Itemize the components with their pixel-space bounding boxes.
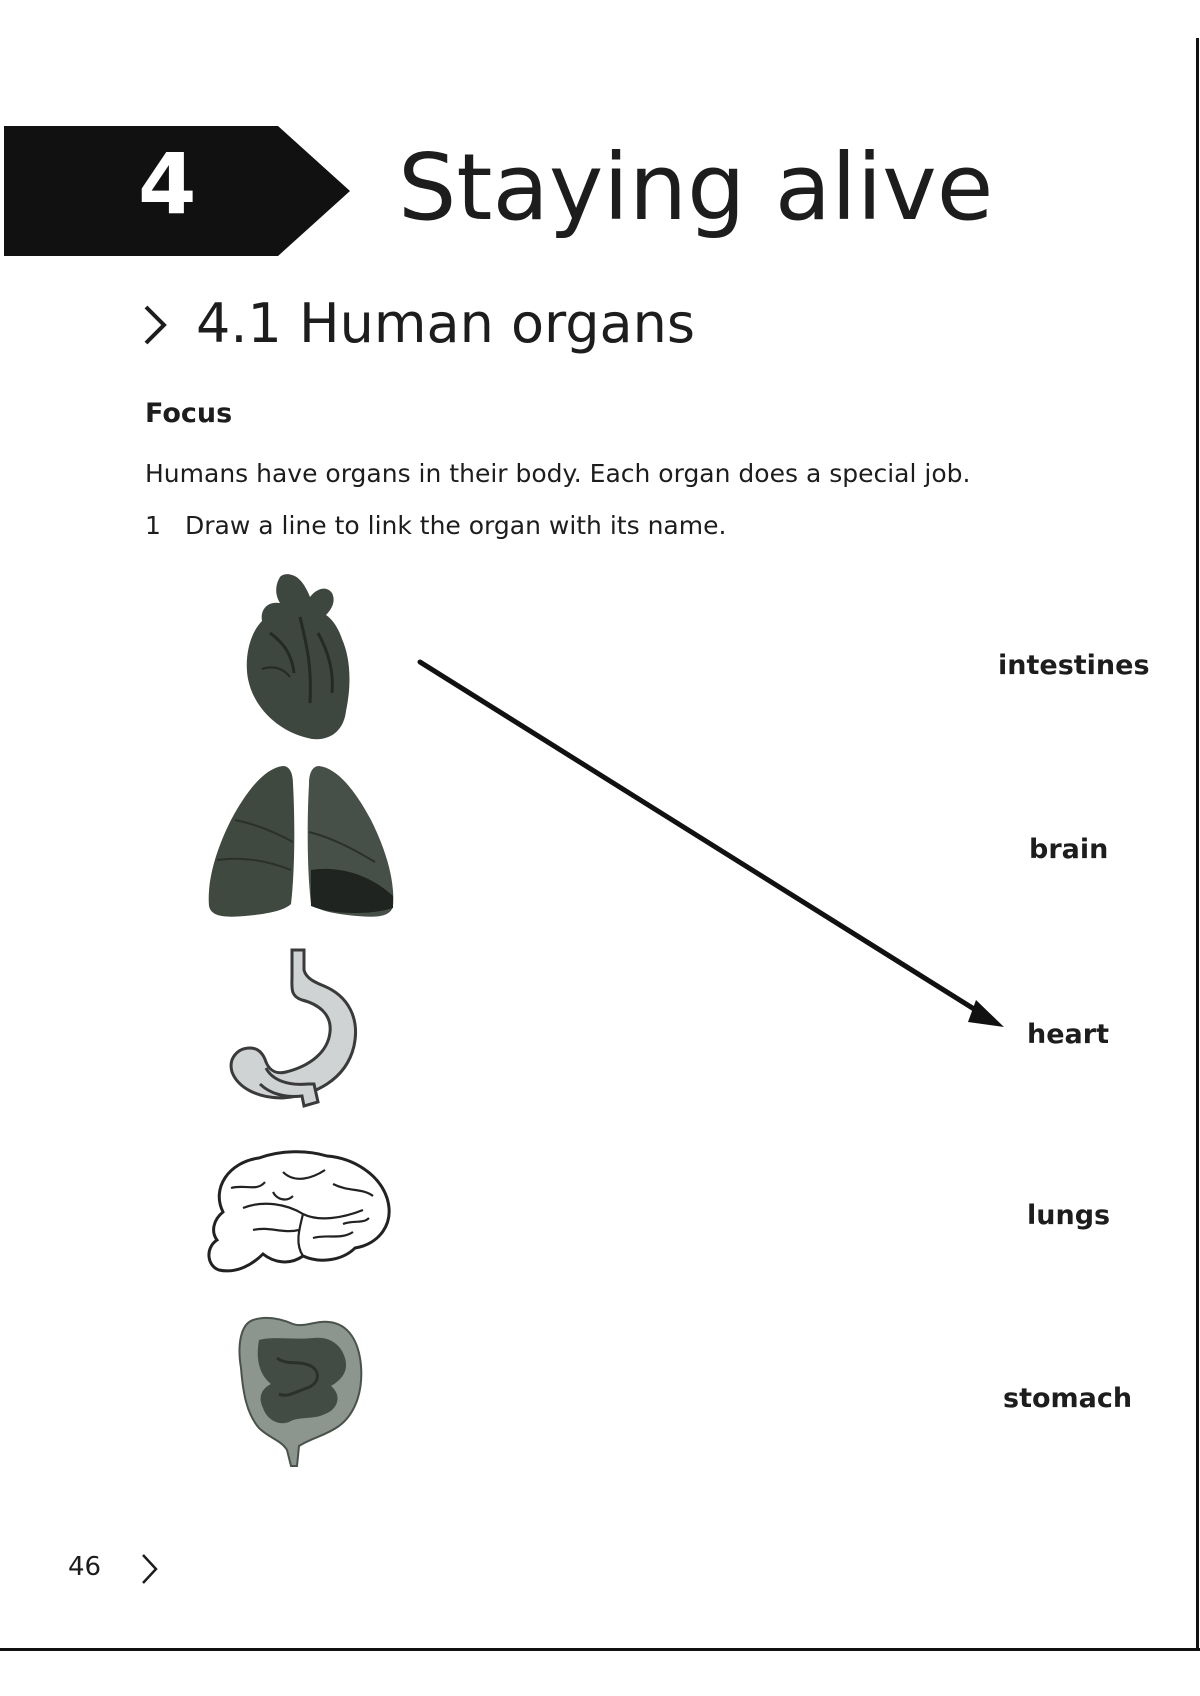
label-brain: brain <box>1029 834 1109 865</box>
chevron-right-icon <box>142 1554 158 1584</box>
heart-icon <box>246 574 350 740</box>
label-stomach: stomach <box>1003 1383 1133 1414</box>
question-number: 1 <box>145 511 161 540</box>
intestines-icon <box>238 1316 363 1467</box>
chapter-number: 4 <box>138 135 197 233</box>
page-edge-bottom <box>0 1648 1200 1651</box>
stomach-icon <box>229 948 357 1108</box>
label-lungs: lungs <box>1027 1200 1111 1231</box>
page-number: 46 <box>68 1552 102 1582</box>
intro-text: Humans have organs in their body. Each o… <box>145 459 971 488</box>
section-title: 4.1 Human organs <box>196 292 695 355</box>
label-intestines: intestines <box>998 650 1150 681</box>
page-edge-right <box>1196 38 1199 1650</box>
question-text: Draw a line to link the organ with its n… <box>185 511 727 540</box>
section-chevron-icon <box>144 305 167 345</box>
question: 1 Draw a line to link the organ with its … <box>145 511 726 540</box>
lungs-icon <box>208 766 394 917</box>
chapter-title: Staying alive <box>398 134 994 241</box>
focus-heading: Focus <box>145 398 233 429</box>
chapter-banner <box>0 126 352 256</box>
brain-icon <box>207 1150 391 1273</box>
label-heart: heart <box>1027 1019 1109 1050</box>
